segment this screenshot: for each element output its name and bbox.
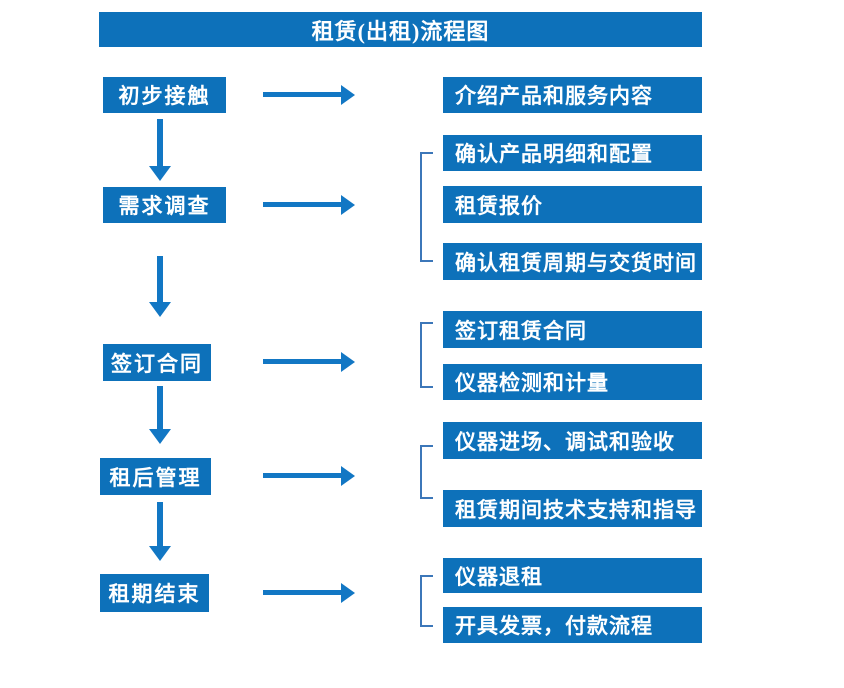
right-arrow-icon <box>263 85 355 105</box>
detail-box-sign-rental-contract: 签订租赁合同 <box>443 311 702 348</box>
down-arrow-icon <box>149 386 171 444</box>
down-arrow-icon <box>149 256 171 317</box>
group-bracket-icon <box>420 575 433 627</box>
flow-step-post-rental-management: 租后管理 <box>100 458 211 495</box>
group-bracket-icon <box>420 445 433 499</box>
flow-step-rental-end: 租期结束 <box>100 574 209 612</box>
right-arrow-icon <box>263 583 355 603</box>
detail-box-instrument-testing: 仪器检测和计量 <box>443 364 702 400</box>
group-bracket-icon <box>420 152 433 262</box>
flow-step-sign-contract: 签订合同 <box>103 344 211 381</box>
detail-box-instrument-setup-acceptance: 仪器进场、调试和验收 <box>443 422 702 459</box>
detail-box-instrument-return: 仪器退租 <box>443 558 702 593</box>
group-bracket-icon <box>420 322 433 388</box>
right-arrow-icon <box>263 466 355 486</box>
detail-box-confirm-product-config: 确认产品明细和配置 <box>443 135 702 171</box>
detail-box-tech-support: 租赁期间技术支持和指导 <box>443 490 702 527</box>
flow-step-initial-contact: 初步接触 <box>103 77 226 113</box>
detail-box-rental-quote: 租赁报价 <box>443 186 702 223</box>
right-arrow-icon <box>263 352 355 372</box>
detail-box-invoice-payment: 开具发票，付款流程 <box>443 607 702 643</box>
down-arrow-icon <box>149 502 171 561</box>
flow-step-needs-survey: 需求调查 <box>103 187 226 223</box>
diagram-title: 租赁(出租)流程图 <box>99 12 702 47</box>
down-arrow-icon <box>149 119 171 181</box>
right-arrow-icon <box>263 195 355 215</box>
detail-box-introduce-products: 介绍产品和服务内容 <box>443 77 702 113</box>
detail-box-confirm-period-delivery: 确认租赁周期与交货时间 <box>443 243 702 280</box>
